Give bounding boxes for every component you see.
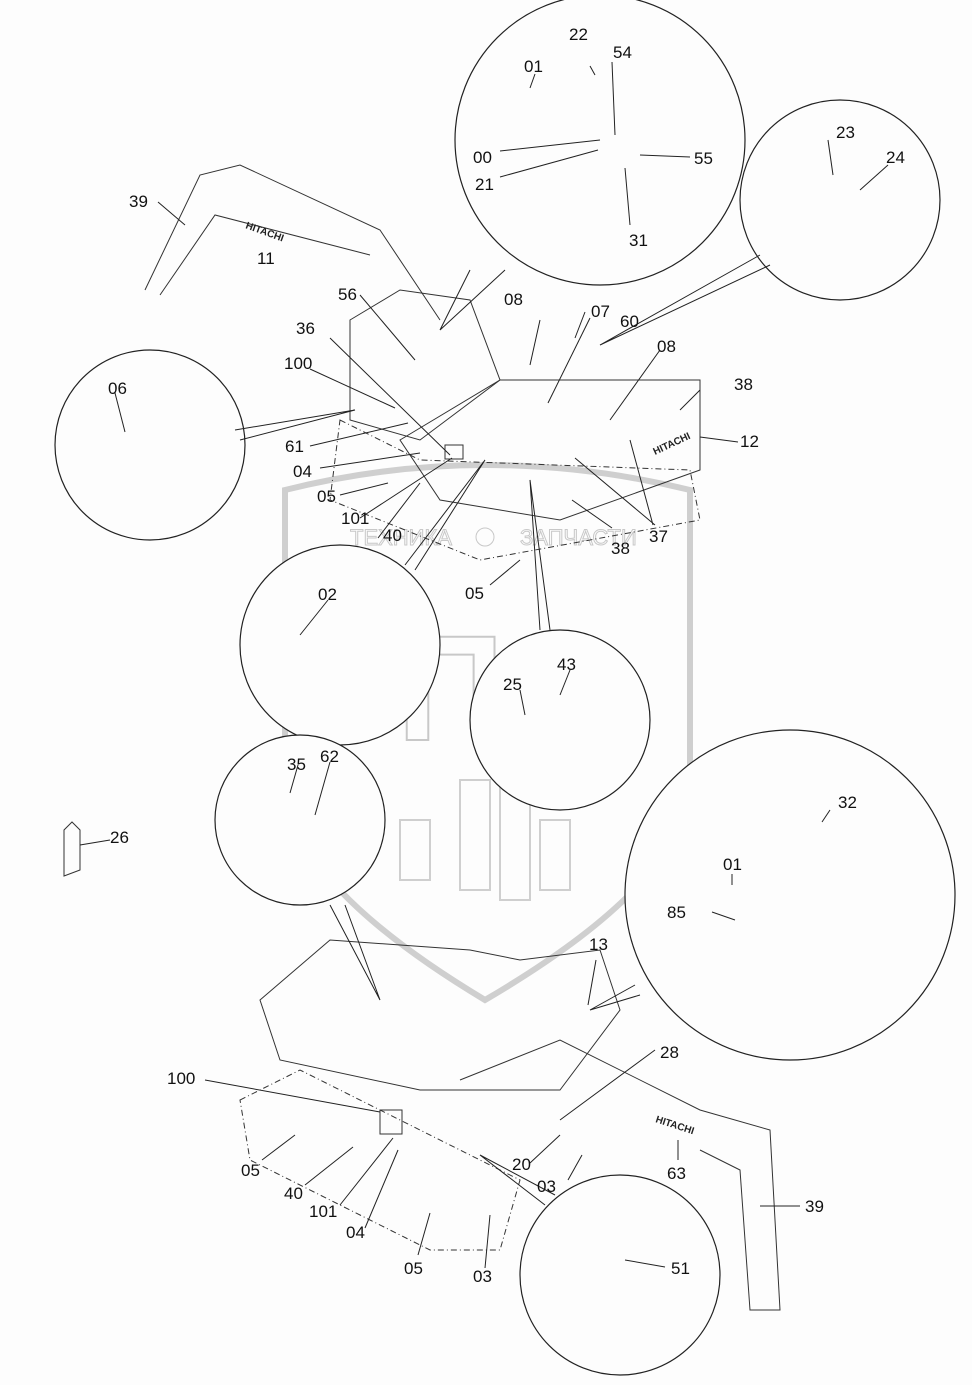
detail-hose: [239, 544, 441, 746]
brand-mark: HITACHI: [652, 431, 693, 458]
callout-85: 85: [667, 903, 686, 922]
callout-38: 38: [734, 375, 753, 394]
callout-05: 05: [317, 487, 336, 506]
callout-03: 03: [473, 1267, 492, 1286]
callout-39: 39: [129, 192, 148, 211]
callout-39: 39: [805, 1197, 824, 1216]
leader-lines: [79, 61, 889, 1269]
detail-engine-cover: [519, 1174, 721, 1376]
callout-13: 13: [589, 935, 608, 954]
callout-07: 07: [591, 302, 610, 321]
callout-04: 04: [293, 462, 312, 481]
callout-labels: 01 22 54 00 21 55 31 23 24 39 11 56 08 0…: [108, 25, 905, 1286]
callout-28: 28: [660, 1043, 679, 1062]
callout-35: 35: [287, 755, 306, 774]
callout-01: 01: [723, 855, 742, 874]
callout-36: 60: [620, 312, 639, 331]
callout-11: 11: [257, 249, 275, 268]
callout-32: 32: [838, 793, 857, 812]
callout-43: 43: [557, 655, 576, 674]
callout-04: 04: [346, 1223, 365, 1242]
callout-37: 37: [649, 527, 668, 546]
callout-08: 08: [504, 290, 523, 309]
callout-23: 23: [836, 123, 855, 142]
callout-08: 08: [657, 337, 676, 356]
callout-01: 01: [524, 57, 543, 76]
callout-62: 62: [320, 747, 339, 766]
detail-radiator: [214, 734, 386, 906]
callout-60: 100: [284, 354, 312, 373]
callout-02: 02: [318, 585, 337, 604]
callout-56: 56: [338, 285, 357, 304]
detail-cab-interior: [454, 0, 746, 286]
callout-100: 100: [167, 1069, 195, 1088]
callout-63: 63: [667, 1164, 686, 1183]
callout-55: 55: [694, 149, 713, 168]
callout-22: 22: [569, 25, 588, 44]
callout-40: 40: [383, 526, 402, 545]
callout-38: 38: [611, 539, 630, 558]
callout-101: 101: [341, 509, 369, 528]
callout-05: 05: [465, 584, 484, 603]
brand-mark: HITACHI: [244, 220, 285, 244]
detail-pointers: [234, 254, 771, 1206]
callout-61: 61: [285, 437, 304, 456]
detail-radio: [739, 99, 941, 301]
callout-26: 26: [110, 828, 129, 847]
detail-seat-base: [469, 629, 651, 811]
callout-21: 21: [475, 175, 494, 194]
callout-12: 12: [740, 432, 759, 451]
callout-05: 05: [404, 1259, 423, 1278]
callout-00: 00: [473, 148, 492, 167]
gear-icon: [475, 527, 495, 547]
callout-25: 25: [503, 675, 522, 694]
detail-console: [624, 729, 956, 1061]
callout-31: 31: [629, 231, 648, 250]
tag-part: [63, 821, 81, 877]
callout-20: 20: [512, 1155, 531, 1174]
callout-24: 24: [886, 148, 905, 167]
callout-101: 101: [309, 1202, 337, 1221]
callout-51: 51: [671, 1259, 690, 1278]
callout-03: 03: [537, 1177, 556, 1196]
callout-100: 36: [296, 319, 315, 338]
detail-battery-box: [54, 349, 246, 541]
callout-05: 05: [241, 1161, 260, 1180]
callout-40: 40: [284, 1184, 303, 1203]
callout-06: 06: [108, 379, 127, 398]
callout-54: 54: [613, 43, 632, 62]
brand-mark: HITACHI: [654, 1114, 695, 1137]
